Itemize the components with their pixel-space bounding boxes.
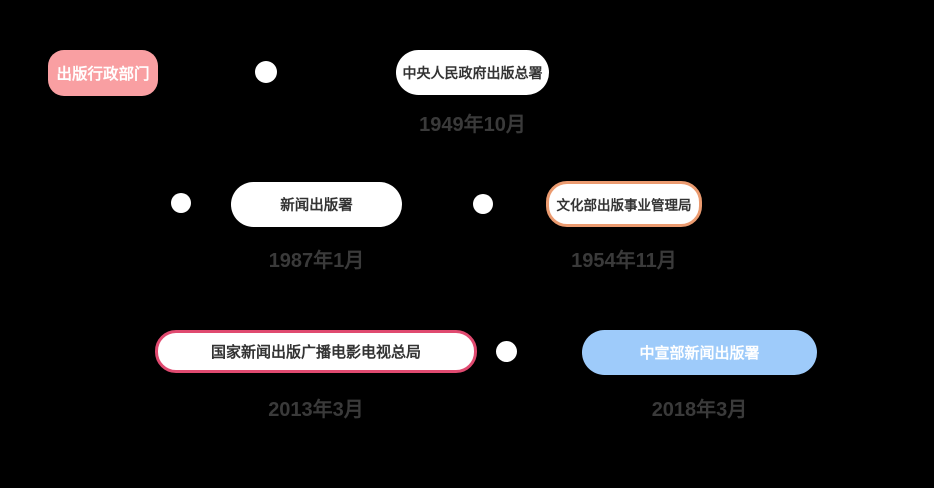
node-2018-date: 2018年3月 (651, 399, 748, 421)
connector-dot-1 (255, 61, 277, 83)
node-1987-box: 新闻出版署 (231, 182, 402, 227)
connector-dot-4 (496, 341, 517, 362)
node-1949-date: 1949年10月 (419, 114, 526, 136)
node-2013-box: 国家新闻出版广播电影电视总局 (155, 330, 477, 373)
node-1987-date: 1987年1月 (268, 250, 365, 272)
diagram-title-tag: 出版行政部门 (48, 50, 158, 96)
node-2018-box: 中宣部新闻出版署 (582, 330, 817, 375)
connector-dot-2 (171, 193, 191, 213)
node-1949-box: 中央人民政府出版总署 (396, 50, 549, 95)
connector-dot-3 (473, 194, 493, 214)
node-2013-date: 2013年3月 (268, 399, 364, 421)
node-1954-box: 文化部出版事业管理局 (546, 181, 702, 227)
node-1954-date: 1954年11月 (571, 250, 677, 272)
